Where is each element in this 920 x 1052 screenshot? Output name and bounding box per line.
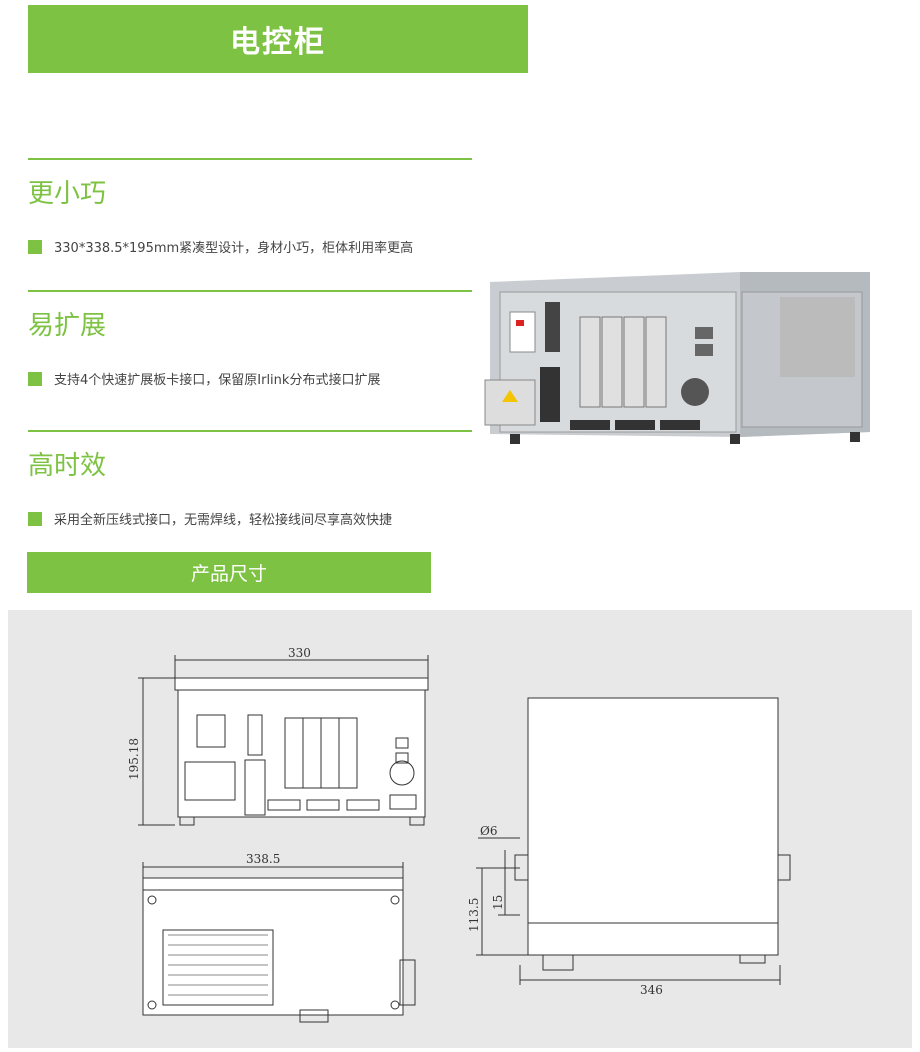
section-title: 产品尺寸 (190, 563, 267, 585)
dim-bracket-a: 15 (491, 895, 505, 910)
page-header: 电控柜 (28, 5, 528, 73)
feature-bullet: 支持4个快速扩展板卡接口，保留原Irlink分布式接口扩展 (28, 369, 380, 388)
bullet-square-icon (28, 371, 42, 386)
feature-bullet: 采用全新压线式接口，无需焊线，轻松接线间尽享高效快捷 (28, 509, 392, 528)
side-view (476, 697, 791, 985)
divider (28, 430, 472, 432)
feature-title: 高时效 (28, 451, 107, 481)
divider (28, 290, 472, 292)
dim-side-depth: 346 (640, 983, 663, 997)
page-title: 电控柜 (230, 25, 326, 60)
dim-front-width: 330 (288, 646, 311, 660)
feature-text: 采用全新压线式接口，无需焊线，轻松接线间尽享高效快捷 (54, 513, 393, 528)
dim-front-height: 195.18 (127, 738, 141, 780)
dim-hole: Ø6 (480, 824, 497, 838)
bullet-square-icon (28, 511, 42, 526)
bullet-square-icon (28, 239, 42, 254)
front-view (138, 655, 429, 826)
section-title-bar: 产品尺寸 (27, 552, 431, 593)
top-view (142, 862, 416, 1023)
dimension-drawings: 330 195.18 338.5 Ø6 15 113.5 346 (127, 646, 791, 1023)
feature-text: 支持4个快速扩展板卡接口，保留原Irlink分布式接口扩展 (54, 373, 381, 388)
feature-title: 更小巧 (28, 179, 107, 209)
dim-top-depth: 338.5 (246, 852, 280, 866)
feature-bullet: 330*338.5*195mm紧凑型设计，身材小巧，柜体利用率更高 (28, 237, 413, 256)
divider (28, 158, 472, 160)
feature-text: 330*338.5*195mm紧凑型设计，身材小巧，柜体利用率更高 (54, 241, 414, 256)
dim-bracket-b: 113.5 (467, 898, 481, 932)
feature-title: 易扩展 (28, 311, 107, 341)
product-image (484, 272, 870, 444)
